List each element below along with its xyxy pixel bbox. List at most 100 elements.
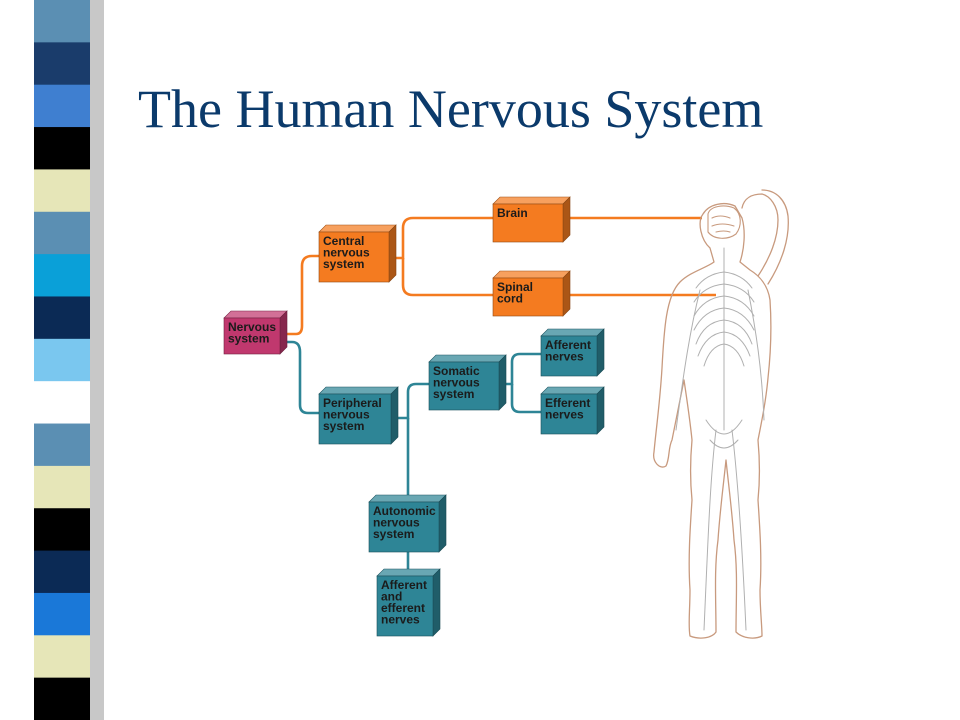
box-front-face — [540, 335, 598, 377]
pelvis-lines — [705, 419, 743, 449]
stripe-segment — [34, 254, 90, 297]
box-front-face — [368, 501, 440, 553]
stripe-segment — [34, 635, 90, 679]
box-label-line: system — [373, 527, 414, 541]
box-front-face — [492, 277, 564, 317]
box-side-face — [438, 494, 447, 553]
box-side-face — [498, 354, 507, 411]
human-body-figure-icon — [653, 189, 789, 639]
box-front-face — [318, 231, 390, 283]
stripe-segment — [34, 296, 90, 340]
box-front-face — [376, 575, 434, 637]
box-top-face — [318, 386, 399, 395]
box-top-face — [376, 568, 441, 577]
connector-somatic-to-afferent — [506, 352, 542, 386]
connector-root-to-central — [286, 254, 320, 336]
connector-somatic-to-efferent — [510, 384, 542, 414]
box-label-line: Somatic — [433, 364, 480, 378]
box-label-line: system — [323, 419, 364, 433]
box-label-line: Central — [323, 234, 364, 248]
rib-lines — [693, 271, 755, 367]
limb-nerve-lines — [675, 289, 765, 631]
connector-peripheral-to-somatic — [397, 382, 430, 420]
box-front-face — [492, 203, 564, 243]
slide-title: The Human Nervous System — [138, 79, 764, 139]
box-label-line: system — [228, 332, 269, 346]
box-brain: Brain — [492, 196, 571, 243]
box-label-line: Efferent — [545, 396, 590, 410]
box-label-line: system — [433, 387, 474, 401]
stripe-segment — [34, 84, 90, 128]
box-label-line: and — [381, 590, 402, 604]
box-side-face — [390, 386, 399, 445]
box-label-line: nerves — [545, 350, 584, 364]
box-side-face — [388, 224, 397, 283]
connector-central-to-spinal — [401, 258, 494, 297]
stripe-segment — [34, 677, 90, 720]
stripe-segment — [34, 0, 90, 43]
connectors — [286, 216, 716, 572]
box-label-line: Afferent — [381, 578, 427, 592]
diagram-boxes: NervoussystemCentralnervoussystemBrainSp… — [223, 196, 605, 637]
decorative-stripe-bar — [0, 0, 110, 720]
box-label-line: nervous — [433, 376, 480, 390]
box-front-face — [540, 393, 598, 435]
stripe-segment — [34, 381, 90, 425]
stripe-segment — [34, 211, 90, 255]
box-side-face — [596, 328, 605, 377]
brain-outline — [707, 205, 741, 239]
box-top-face — [428, 354, 507, 363]
box-label-line: nervous — [373, 516, 420, 530]
stripe-segment — [34, 592, 90, 636]
stripe-segment — [34, 42, 90, 86]
box-label-line: Afferent — [545, 338, 591, 352]
connector-root-to-peripheral — [286, 340, 320, 415]
stripe-segment — [34, 465, 90, 509]
stripe-segment — [34, 508, 90, 552]
box-label-line: Spinal — [497, 280, 533, 294]
box-top-face — [492, 196, 571, 205]
box-label-line: Nervous — [228, 320, 276, 334]
box-side-face — [432, 568, 441, 637]
box-label-line: nervous — [323, 408, 370, 422]
stripe-segment — [34, 550, 90, 594]
box-label-line: system — [323, 257, 364, 271]
box-top-face — [540, 328, 605, 337]
box-front-face — [223, 317, 281, 355]
raised-arm — [741, 189, 789, 285]
box-front-face — [428, 361, 500, 411]
connector-central-to-brain — [395, 216, 494, 260]
box-top-face — [492, 270, 571, 279]
stripe-segment — [34, 338, 90, 382]
box-label-line: nerves — [545, 408, 584, 422]
stripe-shadow — [90, 0, 104, 720]
box-label-line: nerves — [381, 613, 420, 627]
box-side-face — [596, 386, 605, 435]
box-side-face — [562, 270, 571, 317]
box-top-face — [368, 494, 447, 503]
body-outline — [653, 203, 772, 639]
box-front-face — [318, 393, 392, 445]
box-label-line: Peripheral — [323, 396, 382, 410]
box-label-line: efferent — [381, 601, 425, 615]
stripe-segment — [34, 423, 90, 467]
box-label-line: nervous — [323, 246, 370, 260]
brain-folds — [711, 215, 735, 233]
box-side-face — [279, 310, 288, 355]
box-top-face — [540, 386, 605, 395]
box-label-line: Autonomic — [373, 504, 436, 518]
box-side-face — [562, 196, 571, 243]
box-label-line: Brain — [497, 206, 528, 220]
box-label-line: cord — [497, 292, 523, 306]
box-top-face — [318, 224, 397, 233]
